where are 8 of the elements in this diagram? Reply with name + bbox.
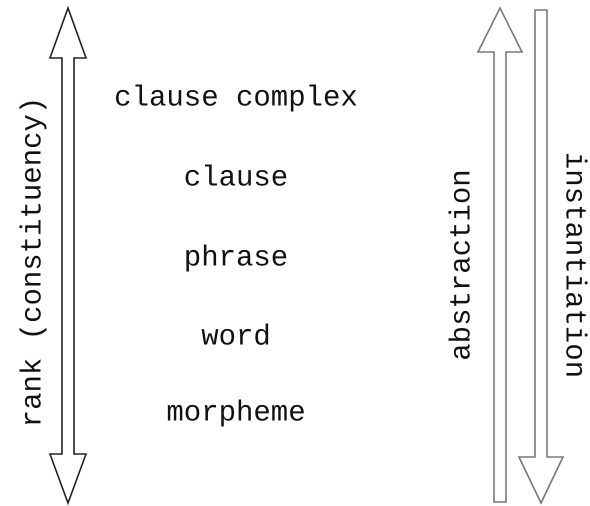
level-label: clause: [184, 164, 288, 192]
level-label: morpheme: [166, 398, 306, 428]
level-label: phrase: [184, 244, 288, 272]
axis-label: abstraction: [448, 169, 476, 361]
level-label: word: [201, 322, 271, 352]
axis-label: instantiation: [560, 152, 588, 378]
level-label: clause complex: [114, 84, 358, 112]
axis-label: rank (constituency): [18, 96, 48, 428]
